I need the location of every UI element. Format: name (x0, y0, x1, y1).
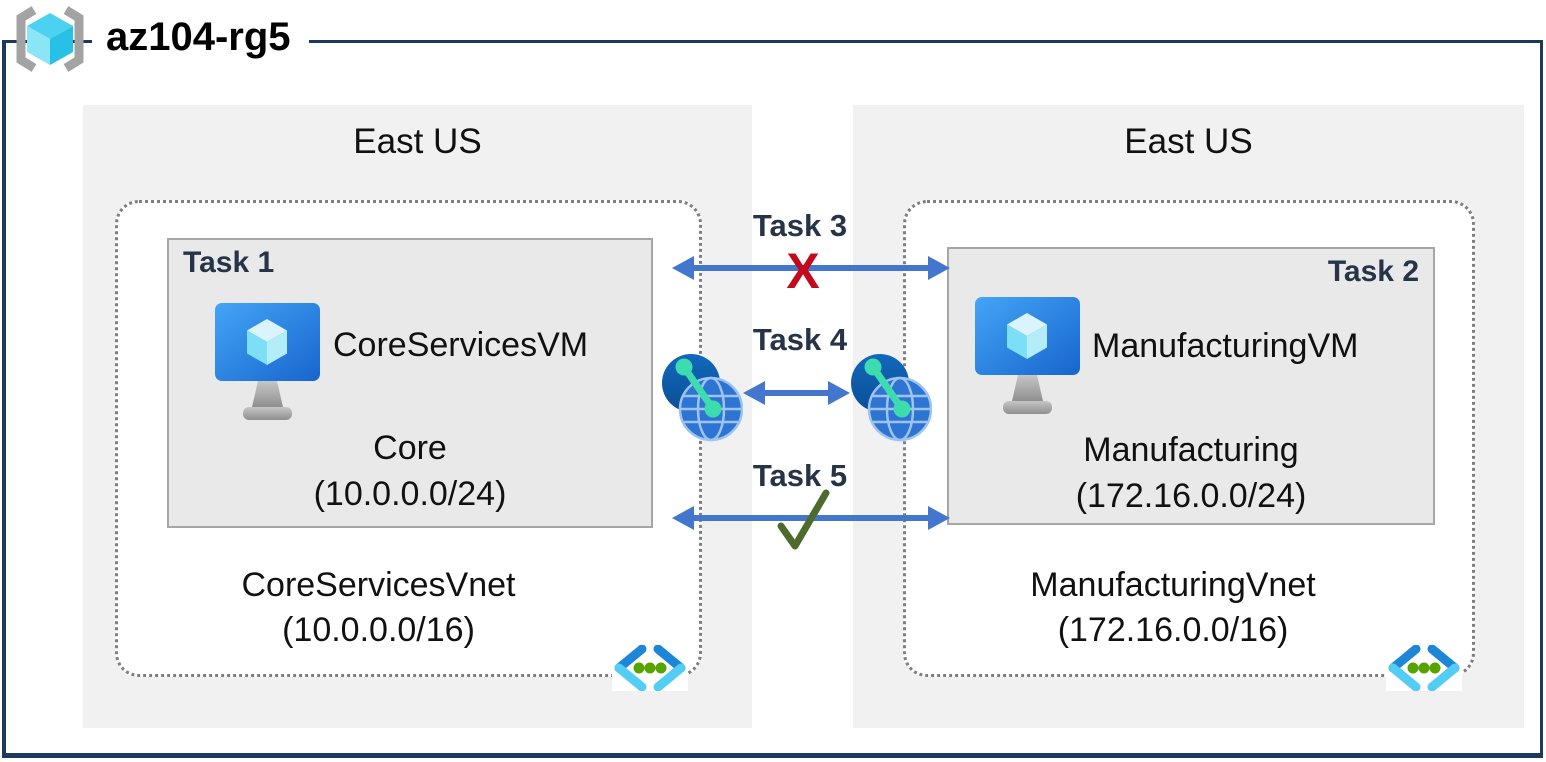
arrow-shaft (758, 390, 835, 396)
task5-label: Task 5 (752, 458, 848, 493)
peering-icon-left (662, 354, 743, 442)
vnet-icon-right (1386, 645, 1462, 691)
resource-group-title: az104-rg5 (92, 4, 309, 74)
resource-group-frame (2, 40, 1543, 758)
subnet-cidr-text: (10.0.0.0/24) (313, 475, 507, 513)
region-label-right: East US (1124, 122, 1253, 161)
task4-label: Task 4 (752, 322, 848, 357)
arrowhead-left-icon (672, 256, 694, 280)
vnet-label-manufacturing: ManufacturingVnet (172.16.0.0/16) (887, 563, 1459, 653)
arrow-shaft (687, 265, 935, 271)
subnet-name-text: Core (373, 429, 447, 467)
arrowhead-right-icon (928, 506, 950, 530)
peering-icon-right (851, 354, 932, 442)
arrowhead-right-icon (928, 256, 950, 280)
resource-group-icon (16, 6, 84, 72)
blocked-x-icon: X (786, 243, 820, 299)
subnet-box-manufacturing: Task 2 ManufacturingVM Manufacturing (17… (947, 247, 1435, 525)
vnet-icon-left (612, 645, 688, 691)
vnet-cidr-text: (172.16.0.0/16) (1057, 611, 1289, 649)
allowed-check-icon (777, 489, 830, 550)
arrowhead-left-icon (743, 381, 765, 405)
arrowhead-right-icon (828, 381, 850, 405)
resource-group-legend: az104-rg5 (8, 4, 309, 74)
task3-label: Task 3 (752, 208, 848, 243)
subnet-box-core: Task 1 CoreServicesVM Core (10.0.0.0/24) (167, 238, 653, 528)
vm-icon-coreservices (215, 303, 320, 420)
arrowhead-left-icon (672, 506, 694, 530)
vm-icon-manufacturing (975, 297, 1080, 414)
vnet-label-coreservices: CoreServicesVnet (10.0.0.0/16) (85, 563, 672, 653)
subnet-name-core: Core (10.0.0.0/24) (169, 425, 651, 517)
vnet-name-text: ManufacturingVnet (1030, 566, 1316, 604)
subnet-name-manufacturing: Manufacturing (172.16.0.0/24) (949, 427, 1433, 519)
task1-label: Task 1 (183, 246, 275, 279)
vnet-name-text: CoreServicesVnet (241, 566, 516, 604)
arrow-task3 (672, 256, 950, 280)
arrow-task4 (743, 381, 850, 405)
vm-name-coreservices: CoreServicesVM (333, 326, 589, 364)
subnet-name-text: Manufacturing (1083, 431, 1299, 469)
subnet-cidr-text: (172.16.0.0/24) (1075, 477, 1307, 515)
region-label-left: East US (353, 122, 482, 161)
task2-label: Task 2 (1327, 255, 1419, 288)
vm-name-manufacturing: ManufacturingVM (1092, 327, 1359, 365)
vnet-cidr-text: (10.0.0.0/16) (282, 611, 475, 649)
